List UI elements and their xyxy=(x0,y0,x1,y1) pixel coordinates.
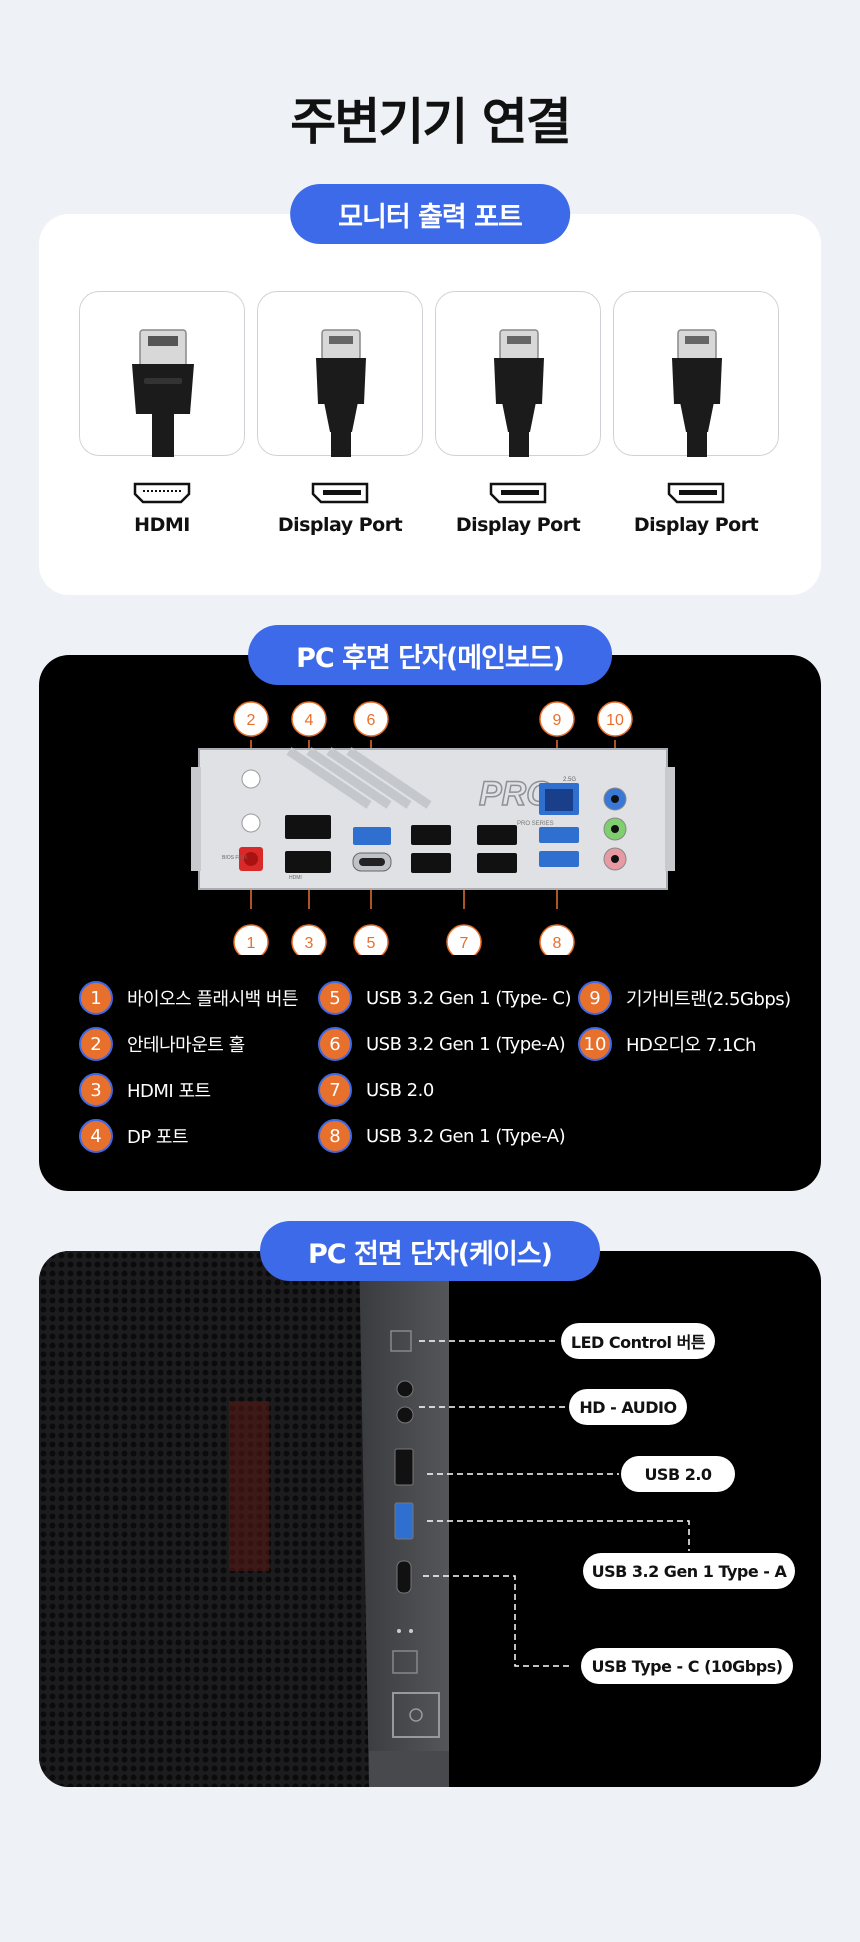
pro-series-text: PRO SERIES xyxy=(517,821,554,827)
marker-3: 3 xyxy=(305,935,314,952)
legend-badge: 1 xyxy=(79,981,113,1015)
legend-badge: 6 xyxy=(318,1027,352,1061)
callout-usb-type-c: USB Type - C (10Gbps) xyxy=(581,1648,793,1684)
marker-2: 2 xyxy=(247,712,256,729)
marker-1: 1 xyxy=(247,935,256,952)
pc-case-front-image xyxy=(39,1251,690,1787)
legend-text: HDMI 포트 xyxy=(127,1081,211,1102)
legend-text: 안테나마운트 홀 xyxy=(127,1035,245,1056)
legend-text: USB 3.2 Gen 1 (Type-A) xyxy=(366,1033,566,1055)
bios-flbk-text: BIOS FLBK xyxy=(222,855,249,861)
legend-item-2: 2 안테나마운트 홀 xyxy=(79,1027,245,1061)
hdmi-port-icon xyxy=(79,482,245,508)
displayport-cable-image xyxy=(257,291,423,457)
displayport-icon xyxy=(435,482,601,508)
legend-badge: 10 xyxy=(578,1027,612,1061)
monitor-ports-card: HDMI Display Port Display Port xyxy=(39,214,821,595)
legend-badge: 8 xyxy=(318,1119,352,1153)
marker-8: 8 xyxy=(553,935,562,952)
legend-badge: 2 xyxy=(79,1027,113,1061)
hdmi-text: HDMI xyxy=(289,875,302,881)
marker-4: 4 xyxy=(305,712,314,729)
marker-5: 5 xyxy=(367,935,376,952)
legend-item-8: 8 USB 3.2 Gen 1 (Type-A) xyxy=(318,1119,566,1153)
legend-text: 바이오스 플래시백 버튼 xyxy=(127,989,299,1010)
hdmi-cable-image xyxy=(79,291,245,457)
legend-item-10: 10 HD오디오 7.1Ch xyxy=(578,1027,756,1061)
legend-badge: 7 xyxy=(318,1073,352,1107)
legend-text: USB 3.2 Gen 1 (Type-A) xyxy=(366,1125,566,1147)
port-label-hdmi: HDMI xyxy=(134,514,190,536)
legend-badge: 9 xyxy=(578,981,612,1015)
legend-item-4: 4 DP 포트 xyxy=(79,1119,189,1153)
page-title: 주변기기 연결 xyxy=(290,93,571,151)
callout-led-control-button: LED Control 버튼 xyxy=(561,1323,715,1359)
legend-badge: 3 xyxy=(79,1073,113,1107)
rear-io-card: PRO PRO SERIES BIOS FLBK HDMI 2.5G xyxy=(39,655,821,1191)
rear-io-panel-image: PRO PRO SERIES BIOS FLBK HDMI 2.5G xyxy=(191,701,675,955)
legend-text: DP 포트 xyxy=(127,1127,189,1148)
rear-section-title: PC 후면 단자(메인보드) xyxy=(248,625,612,685)
marker-6: 6 xyxy=(367,712,376,729)
legend-item-1: 1 바이오스 플래시백 버튼 xyxy=(79,981,299,1015)
displayport-cable-image xyxy=(435,291,601,457)
legend-item-3: 3 HDMI 포트 xyxy=(79,1073,211,1107)
legend-item-6: 6 USB 3.2 Gen 1 (Type-A) xyxy=(318,1027,566,1061)
legend-item-5: 5 USB 3.2 Gen 1 (Type- C) xyxy=(318,981,572,1015)
legend-item-9: 9 기가비트랜(2.5Gbps) xyxy=(578,981,791,1015)
legend-text: USB 3.2 Gen 1 (Type- C) xyxy=(366,987,572,1009)
legend-text: 기가비트랜(2.5Gbps) xyxy=(626,989,791,1010)
displayport-icon xyxy=(257,482,423,508)
legend-text: USB 2.0 xyxy=(366,1079,434,1101)
callout-hd-audio: HD - AUDIO xyxy=(569,1389,687,1425)
callout-usb-3-2-type-a: USB 3.2 Gen 1 Type - A xyxy=(583,1553,795,1589)
marker-7: 7 xyxy=(460,935,469,952)
monitor-section-title: 모니터 출력 포트 xyxy=(290,184,570,244)
port-label-displayport-2: Display Port xyxy=(455,514,581,536)
port-label-displayport-1: Display Port xyxy=(277,514,403,536)
lan-speed-text: 2.5G xyxy=(563,777,576,783)
displayport-cable-image xyxy=(613,291,779,457)
callout-usb-2-0: USB 2.0 xyxy=(621,1456,735,1492)
marker-10: 10 xyxy=(606,712,624,729)
marker-9: 9 xyxy=(553,712,562,729)
legend-text: HD오디오 7.1Ch xyxy=(626,1035,756,1056)
legend-badge: 5 xyxy=(318,981,352,1015)
displayport-icon xyxy=(613,482,779,508)
legend-badge: 4 xyxy=(79,1119,113,1153)
front-section-title: PC 전면 단자(케이스) xyxy=(260,1221,600,1281)
legend-item-7: 7 USB 2.0 xyxy=(318,1073,434,1107)
front-panel-card: LED Control 버튼 HD - AUDIO USB 2.0 USB 3.… xyxy=(39,1251,821,1787)
port-label-displayport-3: Display Port xyxy=(633,514,759,536)
